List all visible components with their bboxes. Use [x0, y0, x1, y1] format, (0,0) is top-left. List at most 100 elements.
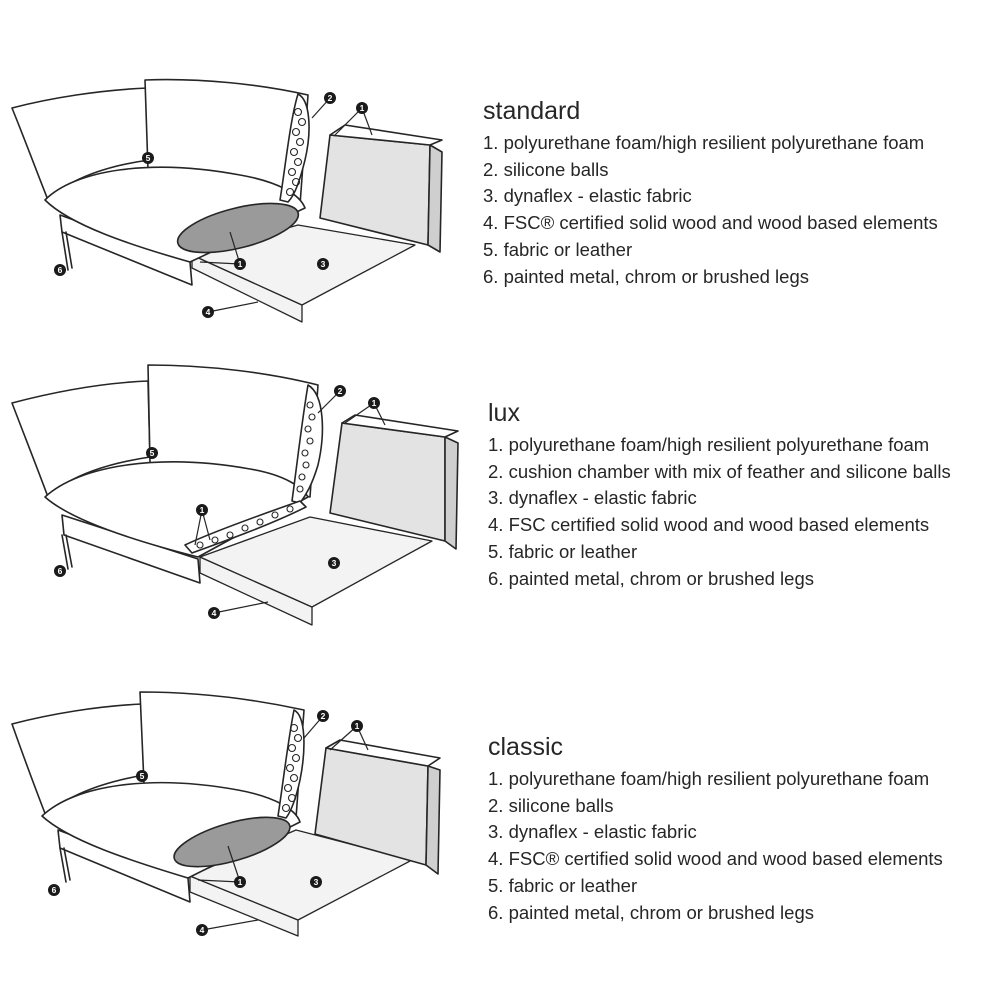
marker-2: 2 — [324, 92, 336, 104]
svg-text:1: 1 — [238, 877, 243, 887]
leg — [61, 534, 69, 570]
material-item: 2. silicone balls — [483, 158, 609, 180]
leg — [63, 847, 71, 881]
marker-2: 2 — [317, 710, 329, 722]
marker-1: 1 — [234, 258, 246, 270]
marker-4: 4 — [208, 607, 220, 619]
back-panel — [319, 134, 431, 246]
svg-text:4: 4 — [212, 608, 217, 618]
svg-text:1: 1 — [200, 505, 205, 515]
spec-block: lux 1. polyurethane foam/high resilient … — [488, 398, 951, 592]
svg-text:4: 4 — [206, 307, 211, 317]
silicone-balls-pattern — [281, 723, 303, 813]
material-list: 1. polyurethane foam/high resilient poly… — [488, 766, 943, 926]
section-title: classic — [488, 733, 564, 761]
material-item: 3. dynaflex - elastic fabric — [488, 821, 697, 843]
back-panel-side — [425, 765, 441, 875]
material-item: 3. dynaflex - elastic fabric — [488, 487, 697, 509]
marker-1: 1 — [356, 102, 368, 114]
material-item: 5. fabric or leather — [488, 540, 638, 562]
material-item: 6. painted metal, chrom or brushed legs — [483, 265, 809, 287]
section-title: standard — [483, 97, 581, 125]
material-item: 6. painted metal, chrom or brushed legs — [488, 901, 814, 923]
marker-6: 6 — [48, 884, 60, 896]
silicone-balls-filling — [277, 709, 305, 819]
material-item: 3. dynaflex - elastic fabric — [483, 185, 692, 207]
dynaflex-base — [199, 516, 433, 608]
svg-text:2: 2 — [338, 386, 343, 396]
material-item: 4. FSC® certified solid wood and wood ba… — [483, 212, 938, 234]
material-item: 4. FSC certified solid wood and wood bas… — [488, 514, 930, 536]
marker-5: 5 — [136, 770, 148, 782]
feather-chamber — [291, 384, 324, 504]
svg-text:1: 1 — [360, 103, 365, 113]
sofa-cross-section-diagram: 1 2 1 3 4 5 6 — [11, 78, 443, 323]
feather-pattern — [196, 401, 316, 549]
marker-4: 4 — [196, 924, 208, 936]
back-panel-top — [341, 414, 459, 438]
material-item: 1. polyurethane foam/high resilient poly… — [488, 768, 930, 789]
svg-text:6: 6 — [52, 885, 57, 895]
seat-cushion — [44, 461, 309, 558]
section-standard: 1 2 1 3 4 5 6 standard 1. polyurethane f… — [0, 0, 1000, 330]
back-panel-top — [329, 124, 443, 146]
marker-5: 5 — [142, 152, 154, 164]
back-panel-top — [325, 739, 441, 767]
material-item: 1. polyurethane foam/high resilient poly… — [488, 434, 930, 455]
leg — [61, 231, 69, 271]
marker-1: 1 — [351, 720, 363, 732]
section-lux: 1 2 1 3 4 5 6 lux 1. polyurethane foam/h… — [0, 345, 1000, 675]
svg-text:3: 3 — [321, 259, 326, 269]
spec-block: standard 1. polyurethane foam/high resil… — [483, 96, 938, 290]
marker-3: 3 — [328, 557, 340, 569]
marker-6: 6 — [54, 565, 66, 577]
foam-cut — [176, 202, 300, 254]
svg-text:5: 5 — [140, 771, 145, 781]
svg-text:1: 1 — [238, 259, 243, 269]
back-panel-side — [444, 436, 459, 550]
svg-text:6: 6 — [58, 265, 63, 275]
back-panel — [329, 422, 446, 542]
back-panel-side — [427, 144, 443, 253]
silicone-balls-pattern — [285, 107, 307, 197]
marker-1: 1 — [196, 504, 208, 516]
leg — [65, 231, 73, 269]
material-item: 6. painted metal, chrom or brushed legs — [488, 567, 814, 589]
material-item: 2. silicone balls — [488, 794, 614, 816]
svg-text:5: 5 — [150, 448, 155, 458]
material-list: 1. polyurethane foam/high resilient poly… — [488, 432, 951, 592]
sofa-cross-section-diagram: 1 2 1 3 4 5 6 — [11, 691, 441, 937]
marker-4: 4 — [202, 306, 214, 318]
svg-text:6: 6 — [58, 566, 63, 576]
marker-6: 6 — [54, 264, 66, 276]
marker-1: 1 — [234, 876, 246, 888]
material-item: 2. cushion chamber with mix of feather a… — [488, 460, 951, 482]
svg-text:4: 4 — [200, 925, 205, 935]
svg-text:3: 3 — [314, 877, 319, 887]
material-item: 5. fabric or leather — [483, 238, 633, 260]
marker-1: 1 — [368, 397, 380, 409]
material-item: 4. FSC® certified solid wood and wood ba… — [488, 848, 943, 870]
armrest — [11, 87, 151, 201]
material-item: 1. polyurethane foam/high resilient poly… — [483, 132, 925, 153]
svg-text:1: 1 — [372, 398, 377, 408]
marker-3: 3 — [310, 876, 322, 888]
foam-cut — [173, 816, 291, 868]
marker-5: 5 — [146, 447, 158, 459]
marker-3: 3 — [317, 258, 329, 270]
armrest — [11, 380, 151, 498]
material-item: 5. fabric or leather — [488, 874, 638, 896]
spec-block: classic 1. polyurethane foam/high resili… — [488, 732, 943, 926]
leg — [65, 534, 73, 568]
svg-text:2: 2 — [321, 711, 326, 721]
feather-chamber-seat — [184, 500, 307, 554]
section-title: lux — [488, 399, 520, 427]
leg — [59, 847, 67, 883]
svg-text:3: 3 — [332, 558, 337, 568]
armrest — [11, 703, 145, 817]
svg-text:1: 1 — [355, 721, 360, 731]
svg-text:5: 5 — [146, 153, 151, 163]
sofa-cross-section-diagram: 1 2 1 3 4 5 6 — [11, 364, 459, 626]
section-classic: 1 2 1 3 4 5 6 classic 1. polyurethane fo… — [0, 670, 1000, 1000]
svg-text:2: 2 — [328, 93, 333, 103]
